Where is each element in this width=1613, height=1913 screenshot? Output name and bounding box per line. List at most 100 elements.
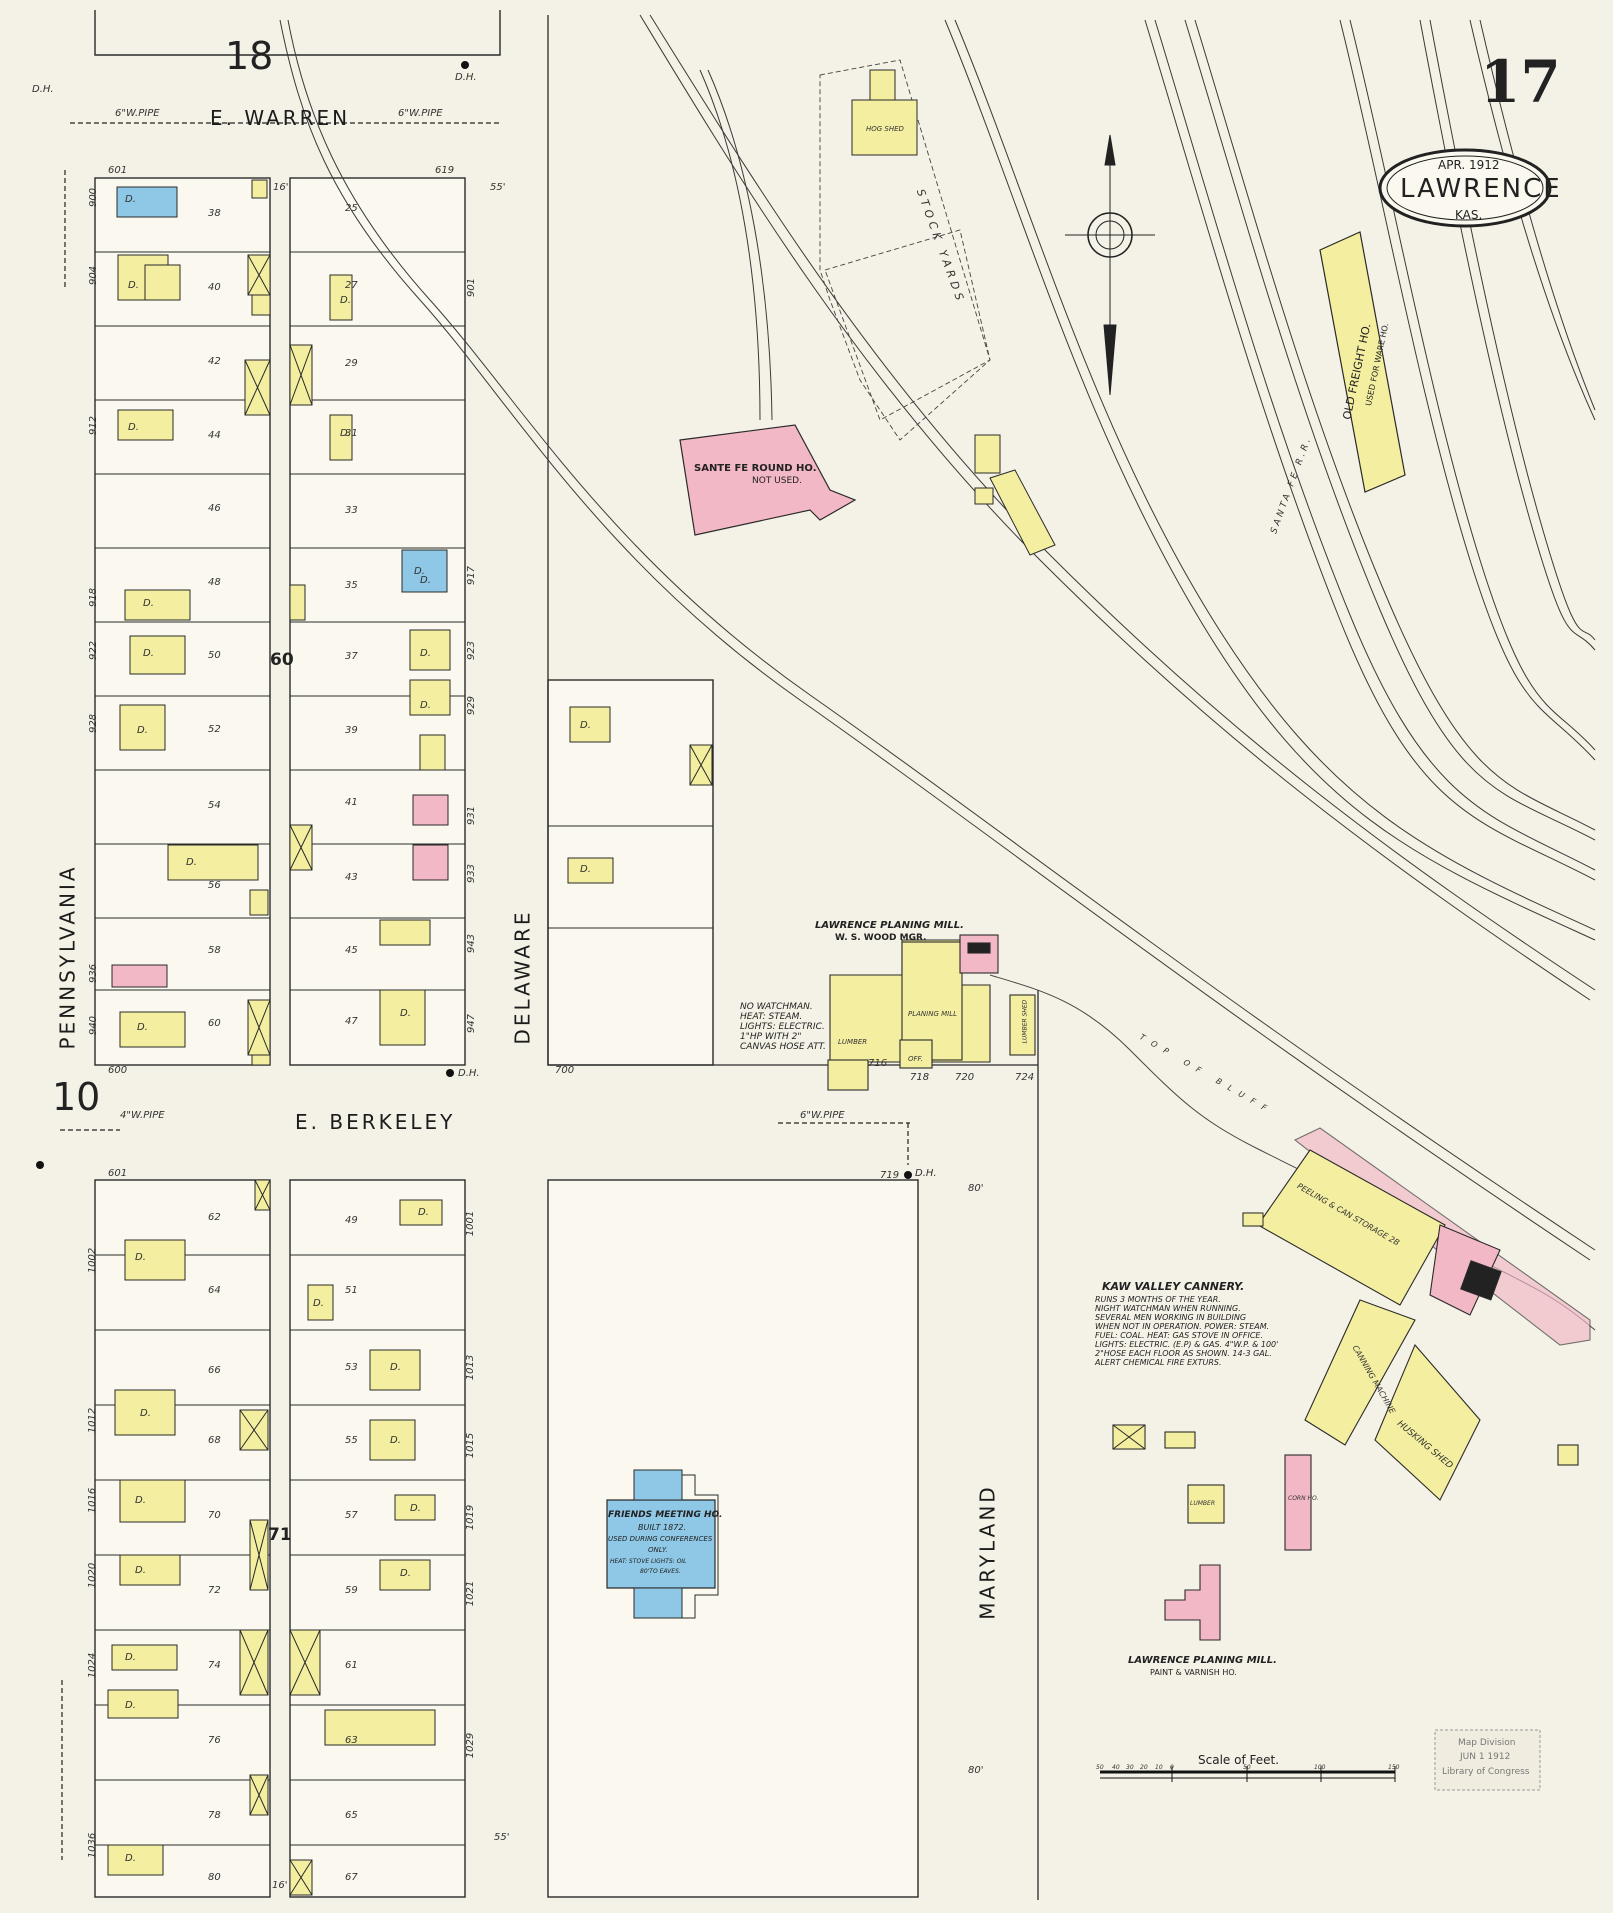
lot-29: 29 xyxy=(345,358,358,369)
pipe-warren-left: 6"W.PIPE xyxy=(115,108,160,119)
dwelling-mark: D. xyxy=(400,1008,411,1019)
house-1024: 1024 xyxy=(87,1652,99,1679)
cannery-note-1: RUNS 3 MONTHS OF THE YEAR. xyxy=(1095,1295,1221,1304)
house-923: 923 xyxy=(466,640,478,661)
lot-37: 37 xyxy=(345,651,358,662)
railroad-tracks xyxy=(279,14,1596,1261)
house-1029: 1029 xyxy=(465,1732,477,1759)
cartouche-inner xyxy=(1386,155,1544,221)
meeting-house-note3: HEAT: STOVE LIGHTS: OIL xyxy=(610,1558,687,1565)
lot-31: 31 xyxy=(345,428,358,439)
stamp-line-3: Library of Congress xyxy=(1442,1767,1530,1777)
pm-note-2: HEAT: STEAM. xyxy=(740,1012,803,1022)
lot-52: 52 xyxy=(208,724,221,735)
dwelling-mark: D. xyxy=(125,1700,136,1711)
round-house-name: SANTE FE ROUND HO. xyxy=(694,463,817,474)
width-55-top: 55' xyxy=(490,182,506,193)
scale-bar xyxy=(1100,1766,1396,1782)
dwelling-mark: D. xyxy=(390,1435,401,1446)
lot-66: 66 xyxy=(208,1365,221,1376)
cannery-note-5: FUEL: COAL. HEAT: GAS STOVE IN OFFICE. xyxy=(1095,1331,1264,1340)
lot-35: 35 xyxy=(345,580,358,591)
scale-tick-50: 50 xyxy=(1243,1764,1251,1771)
block-number-lower: 71 xyxy=(268,1525,292,1545)
small-rail-buildings xyxy=(851,69,1056,556)
house-918: 918 xyxy=(88,587,100,608)
planing-mill xyxy=(827,934,1036,1091)
dwelling-mark: D. xyxy=(143,598,154,609)
lot-45: 45 xyxy=(345,945,358,956)
lot-47: 47 xyxy=(345,1016,358,1027)
cannery-note-7: 2"HOSE EACH FLOOR AS SHOWN. 14-3 GAL. xyxy=(1095,1349,1272,1358)
adjacent-sheet-left: 10 xyxy=(52,1075,101,1119)
lot-49: 49 xyxy=(345,1215,358,1226)
dwelling-mark: D. xyxy=(137,725,148,736)
addr-716: 716 xyxy=(868,1058,888,1069)
lot-44: 44 xyxy=(208,430,221,441)
scale-tick-10: 10 xyxy=(1155,1764,1163,1771)
lot-61: 61 xyxy=(345,1660,358,1671)
house-1021: 1021 xyxy=(465,1580,477,1607)
house-931: 931 xyxy=(466,805,478,826)
lot-58: 58 xyxy=(208,945,221,956)
dwelling-mark: D. xyxy=(135,1565,146,1576)
dwelling-mark: D. xyxy=(125,1853,136,1864)
house-933: 933 xyxy=(466,863,478,884)
addr-600: 600 xyxy=(108,1065,128,1076)
scale-tick-40: 40 xyxy=(1112,1764,1120,1771)
cannery-note-8: ALERT CHEMICAL FIRE EXTURS. xyxy=(1095,1358,1222,1367)
house-1001: 1001 xyxy=(465,1210,477,1237)
outbuildings xyxy=(239,254,1146,1896)
dwelling-mark: D. xyxy=(125,194,136,205)
house-936: 936 xyxy=(88,963,100,984)
lot-42: 42 xyxy=(208,356,221,367)
dwelling-mark: D. xyxy=(128,280,139,291)
addr-601-lower: 601 xyxy=(108,1168,128,1179)
width-16-top: 16' xyxy=(273,182,289,193)
adjacent-sheet-top: 18 xyxy=(225,34,274,78)
pm-note-3: LIGHTS: ELECTRIC. xyxy=(740,1022,825,1032)
cannery xyxy=(1112,1127,1591,1641)
house-1016: 1016 xyxy=(87,1487,99,1514)
dwelling-mark: D. xyxy=(580,864,591,875)
dwelling-mark: D. xyxy=(125,1652,136,1663)
dwelling-mark: D. xyxy=(400,1568,411,1579)
pm-note-4: 1"HP WITH 2" xyxy=(740,1032,802,1042)
stock-yards xyxy=(819,59,991,441)
lot-25: 25 xyxy=(345,203,358,214)
house-922: 922 xyxy=(88,640,100,661)
dwelling-mark: D. xyxy=(410,1503,421,1514)
house-901: 901 xyxy=(466,277,478,298)
lot-46: 46 xyxy=(208,503,221,514)
dwelling-mark: D. xyxy=(340,428,351,439)
width-80-bottom: 80' xyxy=(968,1765,984,1776)
planing-mill-manager: W. S. WOOD MGR. xyxy=(835,933,927,943)
addr-601: 601 xyxy=(108,165,128,176)
dwelling-mark: D. xyxy=(143,648,154,659)
lot-56: 56 xyxy=(208,880,221,891)
lot-51: 51 xyxy=(345,1285,358,1296)
dwelling-mark: D. xyxy=(313,1298,324,1309)
scale-label: Scale of Feet. xyxy=(1198,1753,1280,1767)
lot-57: 57 xyxy=(345,1510,358,1521)
meeting-house-note4: 80'TO EAVES. xyxy=(640,1568,681,1575)
street-e-berkeley: E. BERKELEY xyxy=(295,1110,456,1134)
cartouche-city: LAWRENCE xyxy=(1400,174,1562,204)
hydrant-label-1: D.H. xyxy=(455,72,477,83)
pipe-warren-right: 6"W.PIPE xyxy=(398,108,443,119)
lot-50: 50 xyxy=(208,650,221,661)
north-arrow xyxy=(1065,134,1155,396)
lot-62: 62 xyxy=(208,1212,221,1223)
lot-41: 41 xyxy=(345,797,358,808)
dwelling-mark: D. xyxy=(140,1408,151,1419)
meeting-house-rear xyxy=(633,1587,683,1619)
lot-65: 65 xyxy=(345,1810,358,1821)
block-18-edge xyxy=(94,10,501,56)
meeting-house-note2: ONLY. xyxy=(648,1546,668,1554)
dwelling-mark: D. xyxy=(420,700,431,711)
lot-40: 40 xyxy=(208,282,221,293)
lot-43: 43 xyxy=(345,872,358,883)
lot-27: 27 xyxy=(345,280,358,291)
pm-note-1: NO WATCHMAN. xyxy=(740,1002,813,1012)
hydrant-label-4: D.H. xyxy=(32,84,54,95)
